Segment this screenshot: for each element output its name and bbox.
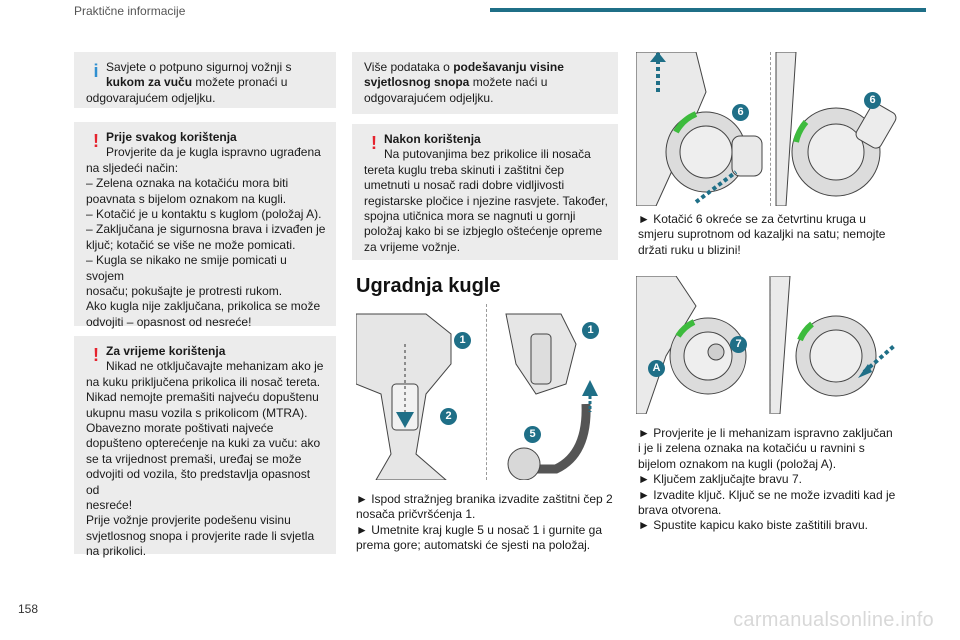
badge-part-2: 2 — [440, 408, 457, 425]
warning-text: Na putovanjima bez prikolice ili nosača … — [364, 147, 608, 254]
badge-part-1: 1 — [454, 332, 471, 349]
page-header-title: Praktične informacije — [74, 4, 186, 18]
illustration-ball-install-drawing — [355, 313, 598, 481]
warning-icon: ! — [93, 345, 99, 365]
steps-ball-install: ► Ispod stražnjeg branika izvadite zašti… — [356, 492, 613, 553]
info-box-headlamp: Više podataka o podešavanju visine svjet… — [352, 52, 618, 114]
warning-text: Nikad ne otključavajte mehanizam ako je … — [86, 359, 324, 559]
page-number: 158 — [18, 602, 39, 616]
badge-part-6: 6 — [864, 92, 881, 109]
badge-part-6: 6 — [732, 104, 749, 121]
watermark: carmanualsonline.info — [733, 609, 934, 631]
illustration-divider — [770, 276, 771, 414]
badge-part-5: 5 — [524, 426, 541, 443]
warning-icon: ! — [93, 131, 99, 151]
illustration-wheel-turn: 6 6 — [635, 51, 904, 207]
info-bold: podešavanju visine svjetlosnog snopa — [364, 60, 564, 90]
header-accent-bar — [490, 8, 926, 12]
illustration-divider — [486, 304, 487, 480]
illustration-lock-drawing — [635, 275, 896, 415]
warning-title: Za vrijeme korištenja — [106, 344, 226, 358]
section-title: Ugradnja kugle — [356, 275, 501, 297]
info-text-1: Savjete o potpuno sigurnoj vožnji s — [106, 60, 292, 74]
warning-text: Provjerite da je kugla ispravno ugrađena… — [86, 145, 326, 329]
badge-part-7: 7 — [730, 336, 747, 353]
badge-position-a: A — [648, 360, 665, 377]
illustration-ball-install: 1 2 1 5 — [355, 304, 618, 481]
info-icon: i — [93, 61, 99, 81]
illustration-divider — [770, 52, 771, 206]
illustration-wheel-turn-drawing — [635, 51, 897, 207]
step-wheel-turn: ► Kotačić 6 okreće se za četvrtinu kruga… — [638, 212, 886, 257]
warning-title: Prije svakog korištenja — [106, 130, 237, 144]
info-text-3: odgovarajućem odjeljku. — [86, 90, 216, 105]
warning-title: Nakon korištenja — [384, 132, 481, 146]
badge-part-1: 1 — [582, 322, 599, 339]
info-text-1: Više podataka o — [364, 60, 454, 74]
info-text-2: možete pronaći u — [192, 75, 288, 90]
warning-icon: ! — [371, 133, 377, 153]
warning-box-after-use: ! Nakon korištenja Na putovanjima bez pr… — [352, 124, 618, 260]
info-text-2: možete naći u odgovarajućem odjeljku. — [364, 75, 548, 105]
warning-box-before-use: ! Prije svakog korištenja Provjerite da … — [74, 122, 336, 329]
steps-lock: ► Provjerite je li mehanizam ispravno za… — [638, 426, 896, 533]
info-bold: kukom za vuču — [106, 75, 193, 90]
warning-box-during-use: ! Za vrijeme korištenja Nikad ne otključ… — [74, 336, 336, 558]
